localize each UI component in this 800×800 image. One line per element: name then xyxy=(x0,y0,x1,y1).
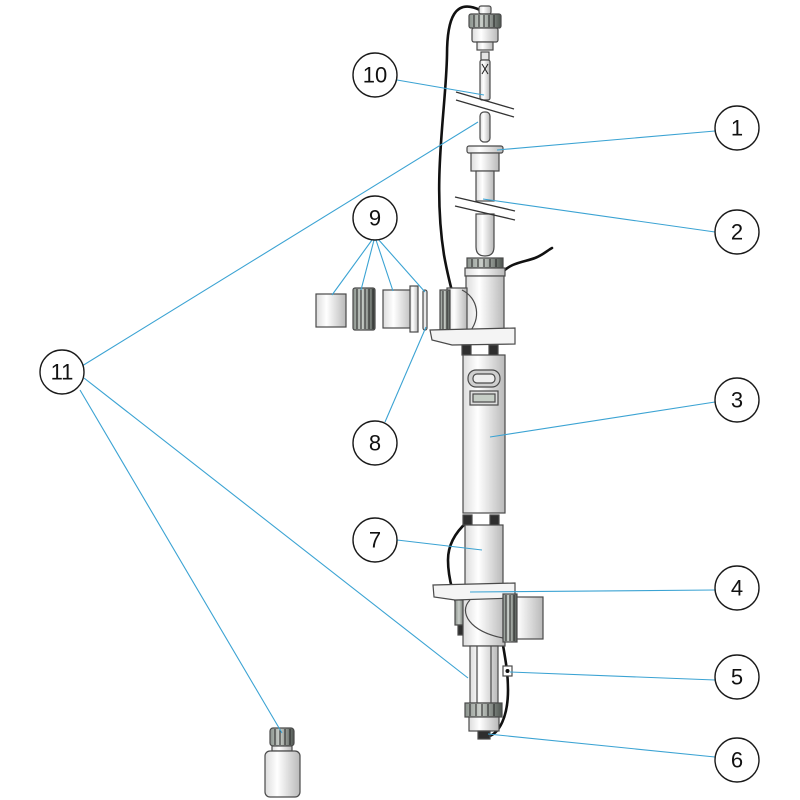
callout-11: 11 xyxy=(39,349,85,395)
lamp-connector xyxy=(468,5,502,51)
callout-label: 6 xyxy=(731,748,743,773)
leader-line-9d xyxy=(377,238,426,293)
flat-gasket xyxy=(315,293,347,328)
callout-label: 9 xyxy=(369,206,381,231)
leader-line-8 xyxy=(384,326,427,423)
callout-9: 9 xyxy=(352,195,398,241)
mounting-bracket xyxy=(429,327,516,346)
callout-7: 7 xyxy=(352,517,398,563)
leader-line-1 xyxy=(496,130,716,151)
leader-line-5 xyxy=(509,671,716,681)
callout-label: 8 xyxy=(369,431,381,456)
leader-line-10 xyxy=(396,79,485,96)
callout-10: 10 xyxy=(352,52,398,98)
leader-lines xyxy=(79,79,716,758)
callout-2: 2 xyxy=(714,209,760,255)
leader-line-3 xyxy=(489,401,716,438)
o-ring xyxy=(422,289,428,331)
reactor-head xyxy=(429,257,516,356)
leader-line-9b xyxy=(360,239,375,291)
callout-8: 8 xyxy=(352,420,398,466)
lower-connectors xyxy=(462,514,500,526)
leader-line-7 xyxy=(396,539,483,551)
leader-line-2 xyxy=(482,198,716,233)
reactor-body xyxy=(432,524,544,647)
leader-line-11c xyxy=(79,389,283,734)
callout-label: 2 xyxy=(731,220,743,245)
callout-4: 4 xyxy=(714,565,760,611)
fitting-set xyxy=(315,285,428,333)
leader-line-4 xyxy=(469,589,716,593)
cable-clip xyxy=(502,665,513,677)
callout-3: 3 xyxy=(714,377,760,423)
callout-1: 1 xyxy=(714,105,760,151)
callout-label: 1 xyxy=(731,116,743,141)
callout-label: 4 xyxy=(731,576,743,601)
leader-line-11a xyxy=(81,121,479,367)
ballast-housing xyxy=(462,354,506,514)
callout-label: 10 xyxy=(363,63,387,88)
leader-line-9a xyxy=(331,239,373,296)
threaded-nut xyxy=(352,287,376,331)
hose-fitting xyxy=(382,285,419,333)
uv-lamp xyxy=(455,51,515,143)
callout-label: 7 xyxy=(369,528,381,553)
callouts: 10 1 9 2 11 3 8 7 xyxy=(39,52,760,783)
callout-label: 11 xyxy=(51,360,74,385)
cleaning-bottle xyxy=(264,727,301,798)
bottom-cap xyxy=(464,702,503,740)
quartz-sleeve xyxy=(454,145,516,257)
leader-line-11b xyxy=(83,377,469,679)
leader-line-9c xyxy=(375,239,394,292)
leader-line-6 xyxy=(487,733,716,758)
outlet-port xyxy=(464,593,544,643)
callout-5: 5 xyxy=(714,654,760,700)
callout-label: 5 xyxy=(731,665,743,690)
outlet-tube xyxy=(469,645,499,704)
callout-6: 6 xyxy=(714,737,760,783)
callout-label: 3 xyxy=(731,388,743,413)
